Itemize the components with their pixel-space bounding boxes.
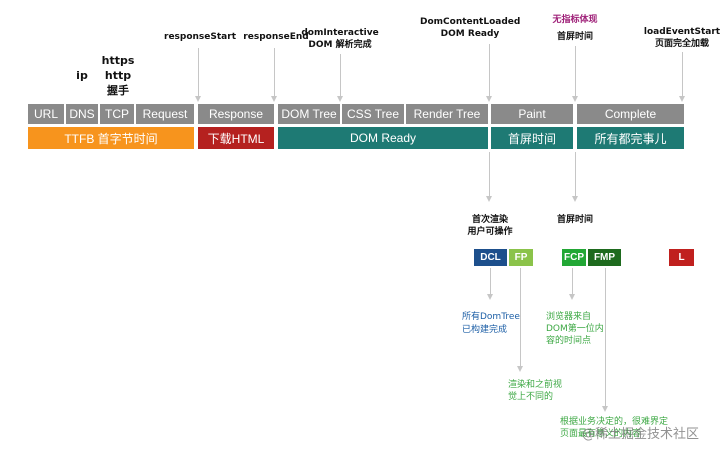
fcp-note-arrow	[569, 294, 575, 300]
fmp-note-line	[605, 268, 606, 406]
first-render-label: 首次渲染	[471, 215, 508, 225]
watermark: @稀土掘金技术社区	[582, 427, 700, 442]
segment-request: Request	[136, 104, 194, 124]
fcp-badge: FCP	[562, 249, 586, 266]
band-ttfb: TTFB 首字节时间	[28, 127, 194, 149]
fmp-badge: FMP	[588, 249, 621, 266]
first-screen-top-label: 首屏时间	[556, 32, 593, 42]
fp-note-line2: 觉上不同的	[508, 392, 554, 402]
load-event-start-label: loadEventStart	[643, 27, 720, 37]
response-start-line	[198, 48, 199, 98]
dcl-down-line	[489, 152, 490, 196]
band-download-html: 下载HTML	[198, 127, 274, 149]
fcp-note-line2: DOM第一位内	[546, 324, 604, 334]
response-start-arrow	[195, 96, 201, 102]
dcl-down-arrow	[486, 196, 492, 202]
segment-response: Response	[198, 104, 274, 124]
dcl-note-line	[490, 268, 491, 294]
fcp-note-line	[572, 268, 573, 294]
fcp-note-line1: 浏览器来自	[546, 312, 592, 322]
page-loaded-label: 页面完全加载	[654, 39, 709, 49]
segment-url: URL	[28, 104, 64, 124]
load-event-line	[682, 52, 683, 98]
fmp-note-line1: 根据业务决定的，很难界定	[560, 417, 669, 427]
segment-complete: Complete	[577, 104, 684, 124]
handshake-label: 握手	[107, 84, 129, 97]
first-screen-top-arrow	[572, 96, 578, 102]
segment-render-tree: Render Tree	[406, 104, 488, 124]
dom-content-loaded-line	[489, 44, 490, 98]
fp-note-arrow	[517, 366, 523, 372]
fp-badge: FP	[509, 249, 533, 266]
dcl-note-line2: 已构建完成	[462, 325, 508, 335]
load-event-arrow	[679, 96, 685, 102]
user-operable-label: 用户可操作	[467, 227, 513, 237]
fp-note-line	[520, 268, 521, 366]
segment-dom-tree: DOM Tree	[278, 104, 340, 124]
segment-dns: DNS	[66, 104, 98, 124]
https-label: https	[101, 54, 135, 67]
fcp-down-arrow	[572, 196, 578, 202]
band-first-screen: 首屏时间	[491, 127, 573, 149]
dcl-note-line1: 所有DomTree	[462, 312, 520, 322]
dcl-note-arrow	[487, 294, 493, 300]
response-end-arrow	[271, 96, 277, 102]
fmp-note-line2: 页面最有意义的内容	[560, 429, 642, 439]
segment-paint: Paint	[491, 104, 573, 124]
response-end-label: responseEnd	[243, 32, 309, 42]
dom-interactive-line	[340, 54, 341, 98]
segment-css-tree: CSS Tree	[342, 104, 404, 124]
dom-interactive-label: domInteractive	[301, 28, 379, 38]
l-badge: L	[669, 249, 694, 266]
dom-parse-done-label: DOM 解析完成	[308, 40, 372, 50]
fp-note-line1: 渲染和之前视	[508, 380, 563, 390]
dom-interactive-arrow	[337, 96, 343, 102]
fcp-down-line	[575, 152, 576, 196]
response-end-line	[274, 48, 275, 98]
fcp-note-line3: 容的时间点	[546, 336, 592, 346]
fmp-note-arrow	[602, 406, 608, 412]
first-screen-top-line	[575, 46, 576, 98]
response-start-label: responseStart	[164, 32, 236, 42]
dom-ready-top-label: DOM Ready	[440, 29, 500, 39]
http-label: http	[104, 69, 132, 82]
no-metric-label: 无指标体现	[552, 15, 598, 25]
band-all-done: 所有都完事儿	[577, 127, 684, 149]
band-dom-ready: DOM Ready	[278, 127, 488, 149]
dom-content-loaded-arrow	[486, 96, 492, 102]
segment-tcp: TCP	[100, 104, 134, 124]
dcl-badge: DCL	[474, 249, 507, 266]
ip-label: ip	[76, 69, 88, 82]
first-screen-mid-label: 首屏时间	[556, 215, 593, 225]
dom-content-loaded-label: DomContentLoaded	[420, 17, 521, 27]
